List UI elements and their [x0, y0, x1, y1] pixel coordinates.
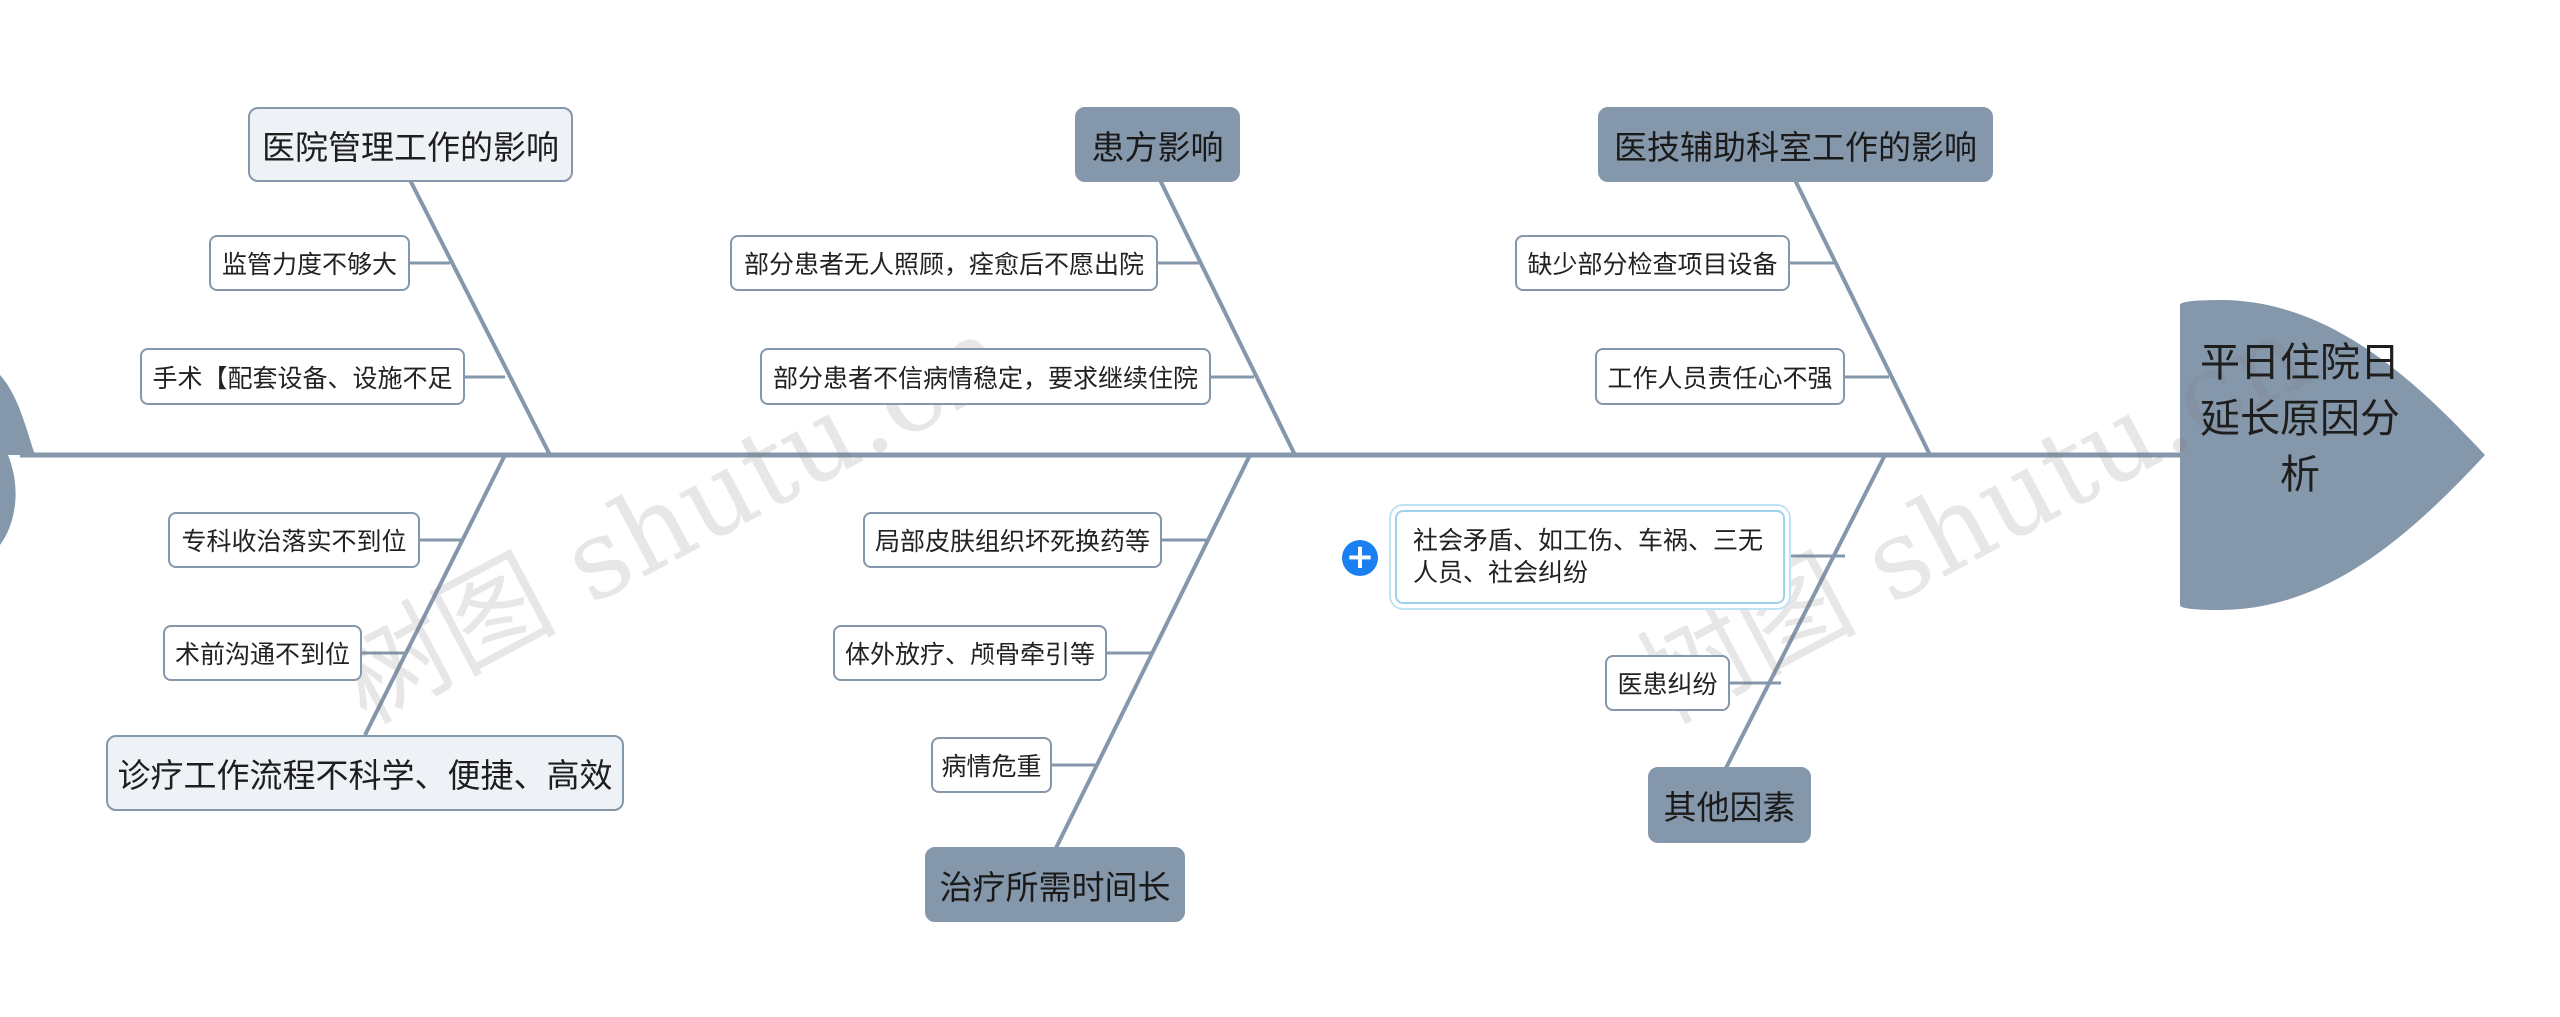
category-medtech[interactable]: 医技辅助科室工作的影响 — [1598, 107, 1993, 182]
cause-node[interactable]: 缺少部分检查项目设备 — [1515, 235, 1790, 291]
category-patient[interactable]: 患方影响 — [1075, 107, 1240, 182]
fish-tail — [0, 375, 35, 545]
category-process[interactable]: 诊疗工作流程不科学、便捷、高效 — [106, 735, 624, 811]
bone-process — [363, 454, 507, 736]
bone-treatment-time — [1053, 454, 1252, 851]
bone-patient — [1158, 179, 1297, 456]
category-hospital-mgmt[interactable]: 医院管理工作的影响 — [248, 107, 573, 182]
cause-node[interactable]: 部分患者无人照顾，痊愈后不愿出院 — [730, 235, 1158, 291]
cause-node-selected[interactable]: 社会矛盾、如工伤、车祸、三无人员、社会纠纷 — [1395, 510, 1785, 604]
bone-medtech — [1793, 179, 1932, 456]
cause-node[interactable]: 手术【配套设备、设施不足 — [140, 348, 465, 405]
cause-node[interactable]: 专科收治落实不到位 — [168, 512, 420, 568]
bone-other — [1723, 454, 1887, 771]
cause-node[interactable]: 监管力度不够大 — [209, 235, 410, 291]
add-node-button[interactable]: + — [1342, 540, 1378, 576]
category-treatment-time[interactable]: 治疗所需时间长 — [925, 847, 1185, 922]
cause-node[interactable]: 局部皮肤组织坏死换药等 — [863, 512, 1162, 568]
cause-node[interactable]: 医患纠纷 — [1605, 655, 1730, 711]
cause-node[interactable]: 工作人员责任心不强 — [1595, 348, 1845, 405]
head-label[interactable]: 平日住院日延长原因分析 — [2200, 340, 2400, 498]
cause-node[interactable]: 病情危重 — [931, 737, 1052, 793]
cause-node[interactable]: 术前沟通不到位 — [163, 625, 362, 681]
bone-hospital-mgmt — [408, 179, 552, 456]
cause-node[interactable]: 部分患者不信病情稳定，要求继续住院 — [760, 348, 1211, 405]
cause-node[interactable]: 体外放疗、颅骨牵引等 — [833, 625, 1107, 681]
category-other[interactable]: 其他因素 — [1648, 767, 1811, 843]
fish-head — [2180, 300, 2485, 610]
